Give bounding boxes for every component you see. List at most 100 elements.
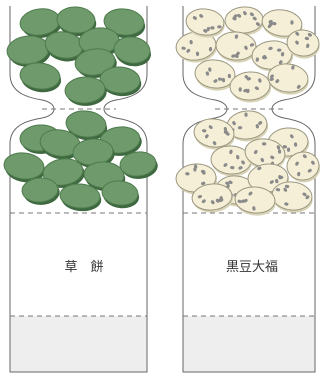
daifuku-disc-top <box>261 9 303 37</box>
black-bean <box>201 170 206 175</box>
black-bean <box>280 52 285 57</box>
kusamochi-disc-top <box>19 62 61 90</box>
black-bean <box>210 26 215 30</box>
right-panel: 黒豆大福 <box>175 6 321 373</box>
black-bean <box>275 79 280 84</box>
black-bean <box>244 45 248 50</box>
black-bean <box>275 188 281 192</box>
kusamochi-disc <box>39 129 81 160</box>
kusamochi-disc <box>59 183 102 212</box>
kusamochi-disc-top <box>21 177 59 203</box>
black-bean <box>195 51 200 57</box>
black-bean <box>248 191 253 196</box>
black-bean <box>201 181 206 186</box>
daifuku-disc <box>267 63 309 95</box>
black-bean <box>290 134 294 139</box>
black-bean <box>244 75 249 79</box>
black-bean <box>186 48 191 53</box>
black-bean <box>217 25 222 29</box>
black-bean <box>283 187 288 192</box>
black-bean <box>192 16 197 20</box>
daifuku-disc <box>229 71 272 103</box>
black-bean <box>201 129 207 133</box>
black-bean <box>203 29 208 33</box>
black-bean <box>233 14 238 19</box>
kusamochi-disc <box>56 6 97 37</box>
black-bean <box>284 184 290 189</box>
black-bean <box>231 54 236 58</box>
black-bean <box>255 57 259 62</box>
kusamochi-disc-top <box>113 36 151 64</box>
black-bean <box>208 125 213 130</box>
black-bean <box>290 20 294 25</box>
black-bean <box>201 199 206 204</box>
daifuku-disc <box>244 138 286 170</box>
daifuku-disc <box>286 29 320 59</box>
kusamochi-disc <box>119 151 158 179</box>
kusamochi-disc <box>19 62 62 93</box>
black-bean <box>270 74 274 79</box>
black-bean <box>252 206 256 211</box>
black-bean <box>306 43 310 48</box>
black-bean <box>199 14 204 18</box>
daifuku-disc-top <box>267 63 309 93</box>
black-bean <box>268 46 273 51</box>
left-container-outline <box>9 6 148 373</box>
black-bean <box>262 55 267 59</box>
kusamochi-disc <box>103 8 146 39</box>
right-container-outline <box>182 6 316 373</box>
black-bean <box>210 200 215 205</box>
black-bean <box>237 14 242 18</box>
kusamochi-disc-top <box>74 48 116 76</box>
black-bean <box>302 192 307 197</box>
black-bean <box>272 21 277 26</box>
black-bean <box>293 142 298 147</box>
black-bean <box>232 121 236 126</box>
black-bean <box>249 12 254 17</box>
kusamochi-disc <box>101 180 140 209</box>
black-bean <box>275 178 279 184</box>
black-bean <box>302 154 307 159</box>
black-bean <box>255 22 260 26</box>
black-bean <box>291 65 295 70</box>
black-bean <box>284 202 289 206</box>
kusamochi-disc-top <box>99 66 141 94</box>
black-bean <box>197 195 203 199</box>
black-bean <box>237 199 242 204</box>
black-bean <box>244 112 248 117</box>
black-bean <box>286 147 291 152</box>
kusamochi-disc <box>113 36 151 67</box>
black-bean <box>181 46 186 50</box>
black-bean <box>241 160 245 165</box>
black-bean <box>261 142 267 146</box>
kusamochi-disc-top <box>42 158 84 186</box>
black-bean <box>277 48 282 52</box>
black-bean <box>243 11 247 16</box>
black-bean <box>295 31 300 36</box>
kusamochi-pile <box>3 6 158 212</box>
kusamochi-disc-top <box>101 180 139 206</box>
daifuku-disc <box>226 110 269 142</box>
daifuku-disc <box>194 59 236 91</box>
daifuku-disc <box>185 8 225 38</box>
kusamochi-disc <box>64 76 107 106</box>
black-bean <box>238 87 242 92</box>
black-bean <box>225 181 230 186</box>
black-bean <box>258 78 262 83</box>
kusamochi-disc <box>65 110 108 141</box>
kusamochi-disc-top <box>65 110 107 138</box>
black-bean <box>246 88 250 94</box>
black-bean <box>270 155 275 160</box>
black-bean <box>205 134 209 139</box>
left-label: 草 餅 <box>64 260 103 275</box>
black-bean <box>234 34 239 39</box>
daifuku-disc <box>286 151 321 183</box>
kusamochi-disc-top <box>64 76 106 104</box>
daifuku-disc-top <box>234 186 276 214</box>
black-bean <box>208 67 212 72</box>
black-bean <box>305 195 310 200</box>
kusamochi-disc <box>19 8 62 38</box>
left-base-fill <box>10 316 147 372</box>
black-bean <box>230 165 235 170</box>
black-bean <box>236 154 240 160</box>
